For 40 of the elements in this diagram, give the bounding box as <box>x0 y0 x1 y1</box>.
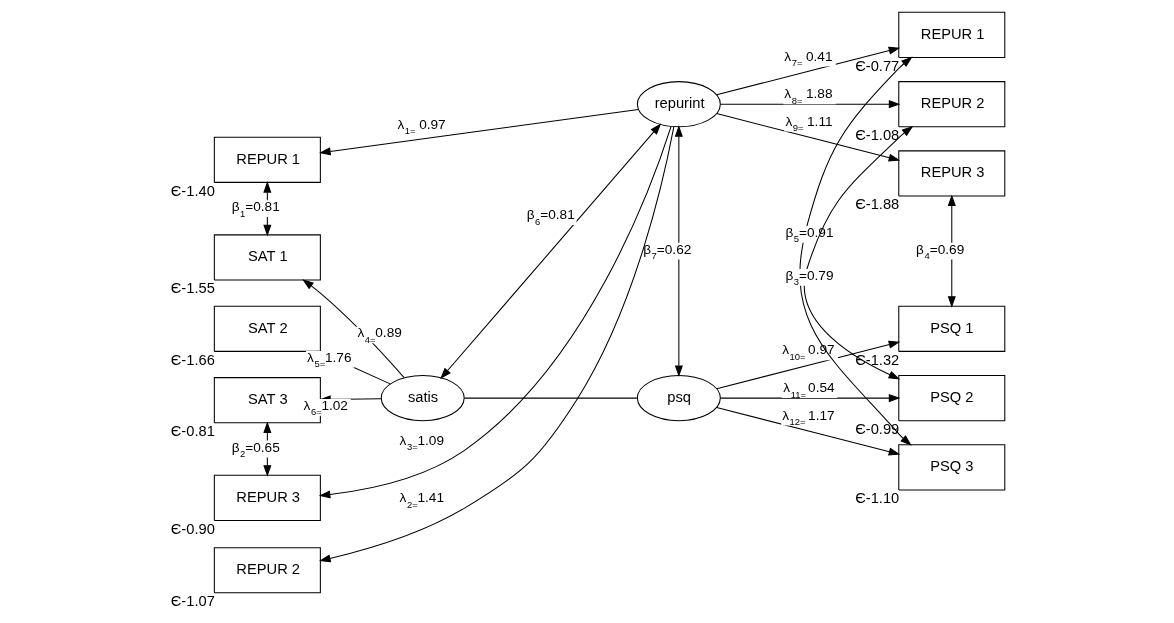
edge-label: λ$_{2=}$1.41 <box>399 490 444 510</box>
node-box: REPUR 3 <box>898 150 1006 197</box>
node-label: Є-0.77 <box>855 57 900 74</box>
node-ellipse: repurint <box>636 81 721 128</box>
edge-label: β$_{2}$=0.65 <box>231 439 280 460</box>
node-ellipse: psq <box>636 375 721 422</box>
arrow <box>719 100 901 109</box>
arrow <box>440 123 662 380</box>
edge-label: β$_{4}$=0.69 <box>916 241 965 262</box>
edge-label: λ$_{3=}$1.09 <box>399 432 444 453</box>
node-box: PSQ 1 <box>898 305 1006 352</box>
arrow <box>719 394 901 403</box>
edge-label: β$_{6}$=0.81 <box>526 207 575 227</box>
node-label: Є-1.66 <box>170 351 215 368</box>
node-label: Є-1.07 <box>170 593 215 610</box>
edge-label: β$_{7}$=0.62 <box>643 241 692 262</box>
node-label: Є-1.40 <box>170 182 215 199</box>
node-label: Є-1.88 <box>855 196 900 213</box>
node-label: Є-1.08 <box>855 127 900 144</box>
edge-label: λ$_{1=}$ 0.97 <box>397 116 446 137</box>
node-label: Є-0.81 <box>170 423 215 440</box>
edge-label: β$_{1}$=0.81 <box>231 199 280 219</box>
node-label: Є-1.55 <box>170 280 215 297</box>
node-ellipse: satis <box>380 375 465 422</box>
edge-label: β$_{3}$=0.79 <box>785 267 834 288</box>
edge-label: λ$_{6=}$1.02 <box>303 397 348 418</box>
edge-label: λ$_{12=}$ 1.17 <box>782 407 835 428</box>
node-box: REPUR 1 <box>898 11 1006 58</box>
edge-label: λ$_{5=}$1.76 <box>307 349 352 370</box>
edge-label: λ$_{4=}$0.89 <box>357 325 402 345</box>
edge-label: λ$_{9=}$ 1.11 <box>785 113 833 134</box>
node-label: Є-1.10 <box>855 490 900 507</box>
edge-label: λ$_{11=}$ 0.54 <box>783 380 835 400</box>
edge-label: λ$_{7=}$ 0.41 <box>784 48 833 68</box>
edge-label: λ$_{8=}$ 1.88 <box>784 86 833 106</box>
node-label: Є-0.90 <box>170 520 215 537</box>
connector <box>463 397 638 399</box>
arrow <box>319 109 639 156</box>
arrow <box>674 125 683 378</box>
node-box: PSQ 3 <box>898 444 1006 491</box>
